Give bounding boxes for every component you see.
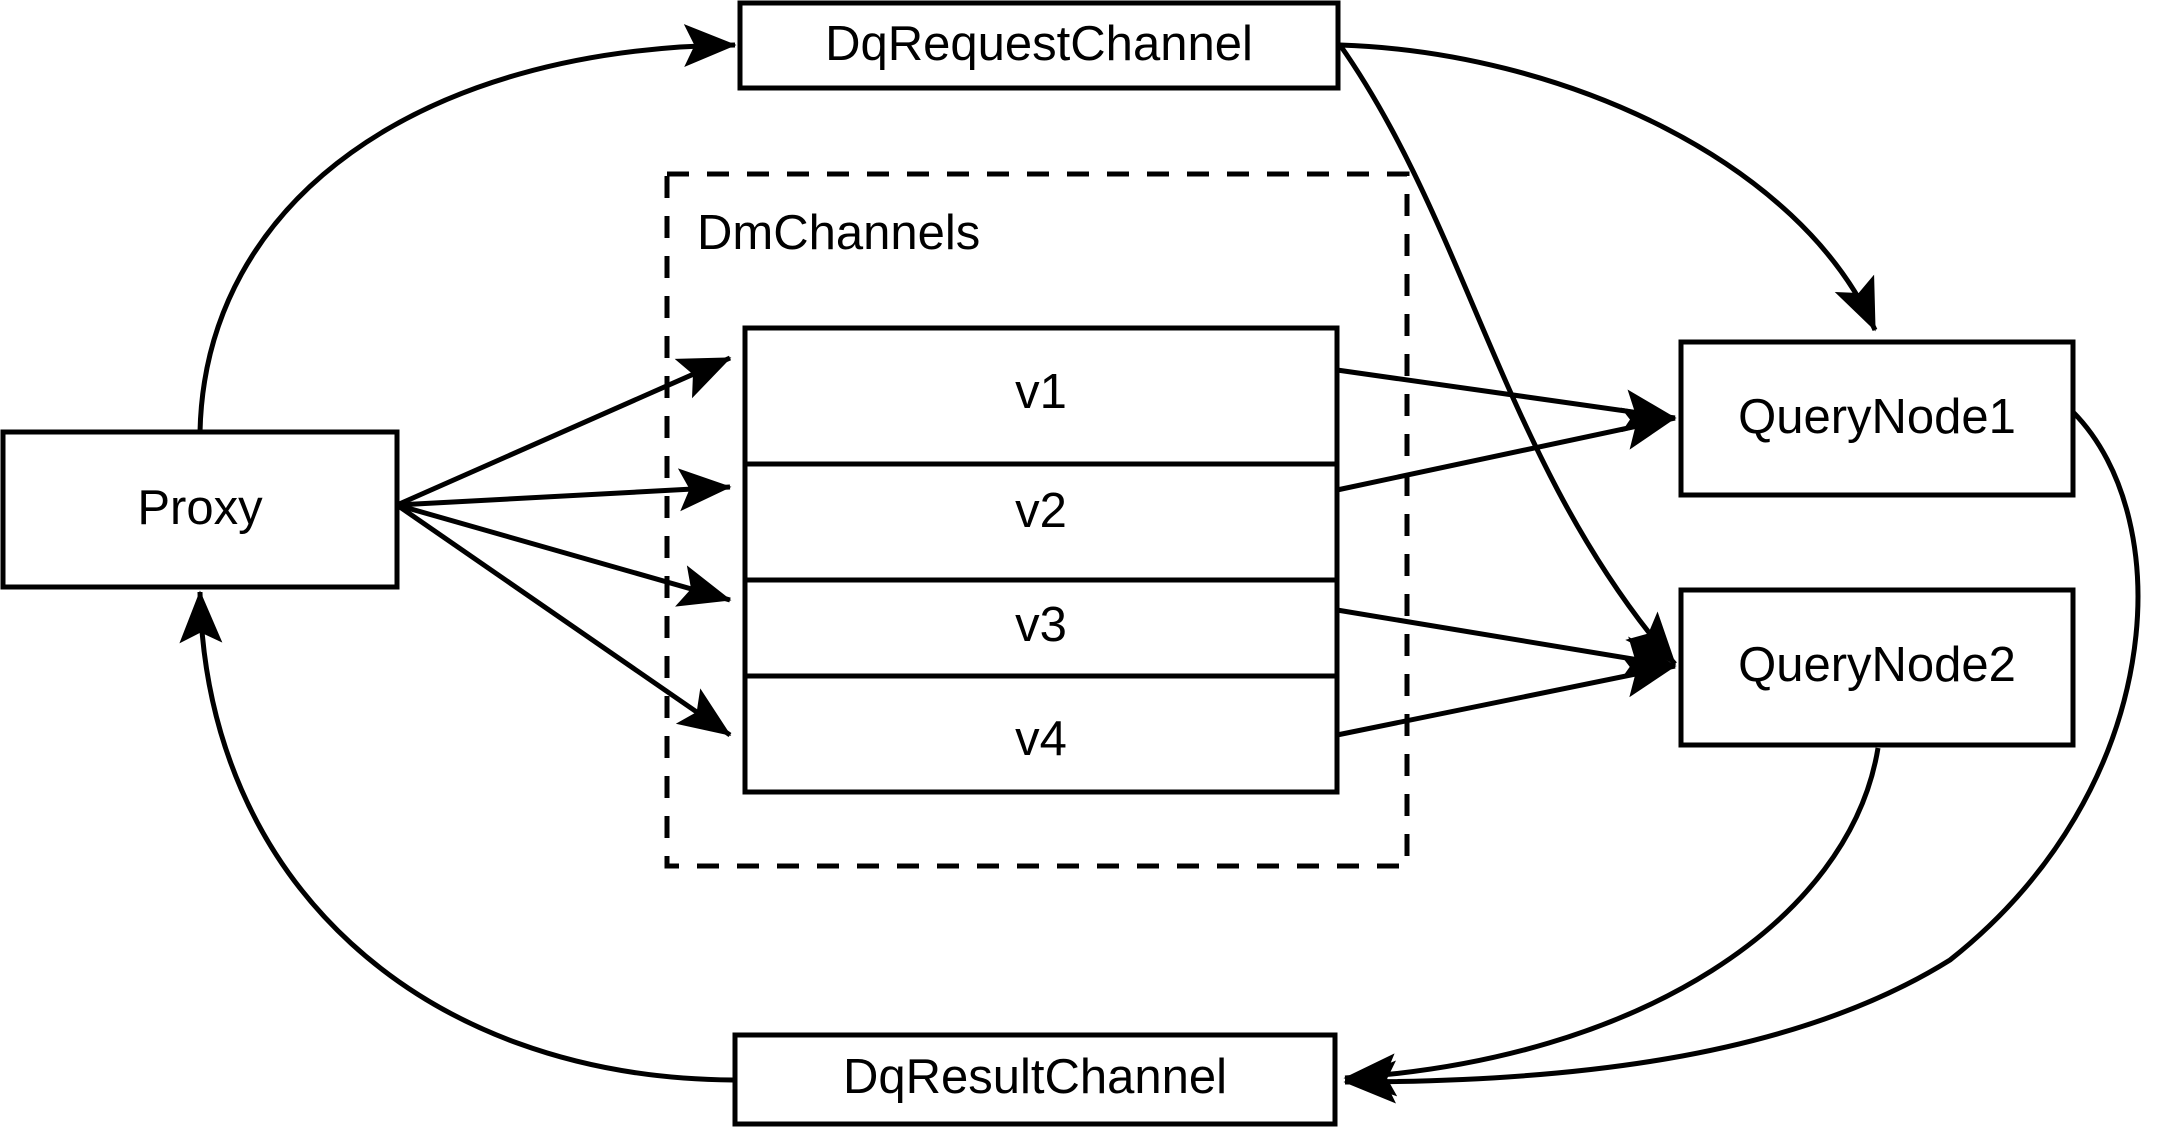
dm-channels-group-label: DmChannels bbox=[697, 206, 980, 260]
edge-proxy-to-dqrequestchannel bbox=[197, 24, 737, 433]
edge-proxy-to-v4 bbox=[395, 502, 732, 738]
edge-dqrequestchannel-to-querynode2 bbox=[1337, 43, 1677, 666]
edge-proxy-to-v3 bbox=[396, 502, 732, 607]
edge-v3-to-querynode2 bbox=[1336, 607, 1677, 679]
channel-row-v1-label: v1 bbox=[1015, 365, 1067, 419]
node-proxy-label: Proxy bbox=[137, 481, 263, 535]
edge-querynode2-to-dqresultchannel bbox=[1343, 747, 1881, 1097]
node-dq-result-channel[interactable] bbox=[732, 1032, 1338, 1127]
node-dq-request-channel[interactable] bbox=[737, 0, 1341, 91]
node-dq-result-channel-label: DqResultChannel bbox=[843, 1050, 1227, 1104]
dm-channels-group-box bbox=[664, 171, 1410, 869]
channel-stack-box bbox=[742, 325, 1340, 795]
node-query-node-2[interactable] bbox=[1678, 587, 2076, 748]
edge-dqresultchannel-to-proxy bbox=[179, 590, 734, 1083]
edge-proxy-to-v1 bbox=[395, 355, 732, 508]
edge-querynode1-to-dqresultchannel bbox=[1343, 410, 2141, 1104]
edge-v1-to-querynode1 bbox=[1336, 367, 1677, 433]
node-dq-request-channel-label: DqRequestChannel bbox=[825, 17, 1253, 71]
node-proxy[interactable] bbox=[0, 429, 400, 590]
channel-row-v3-label: v3 bbox=[1015, 598, 1067, 652]
node-query-node-1-label: QueryNode1 bbox=[1738, 390, 2016, 444]
edge-proxy-to-v2 bbox=[396, 468, 732, 512]
edge-v4-to-querynode2 bbox=[1336, 655, 1677, 738]
channel-row-v2-label: v2 bbox=[1015, 484, 1067, 538]
channel-row-v4-label: v4 bbox=[1015, 712, 1067, 766]
edge-v2-to-querynode1 bbox=[1336, 407, 1677, 493]
edge-dqrequestchannel-to-querynode1 bbox=[1339, 42, 1878, 332]
node-query-node-1[interactable] bbox=[1678, 339, 2076, 498]
node-query-node-2-label: QueryNode2 bbox=[1738, 638, 2016, 692]
